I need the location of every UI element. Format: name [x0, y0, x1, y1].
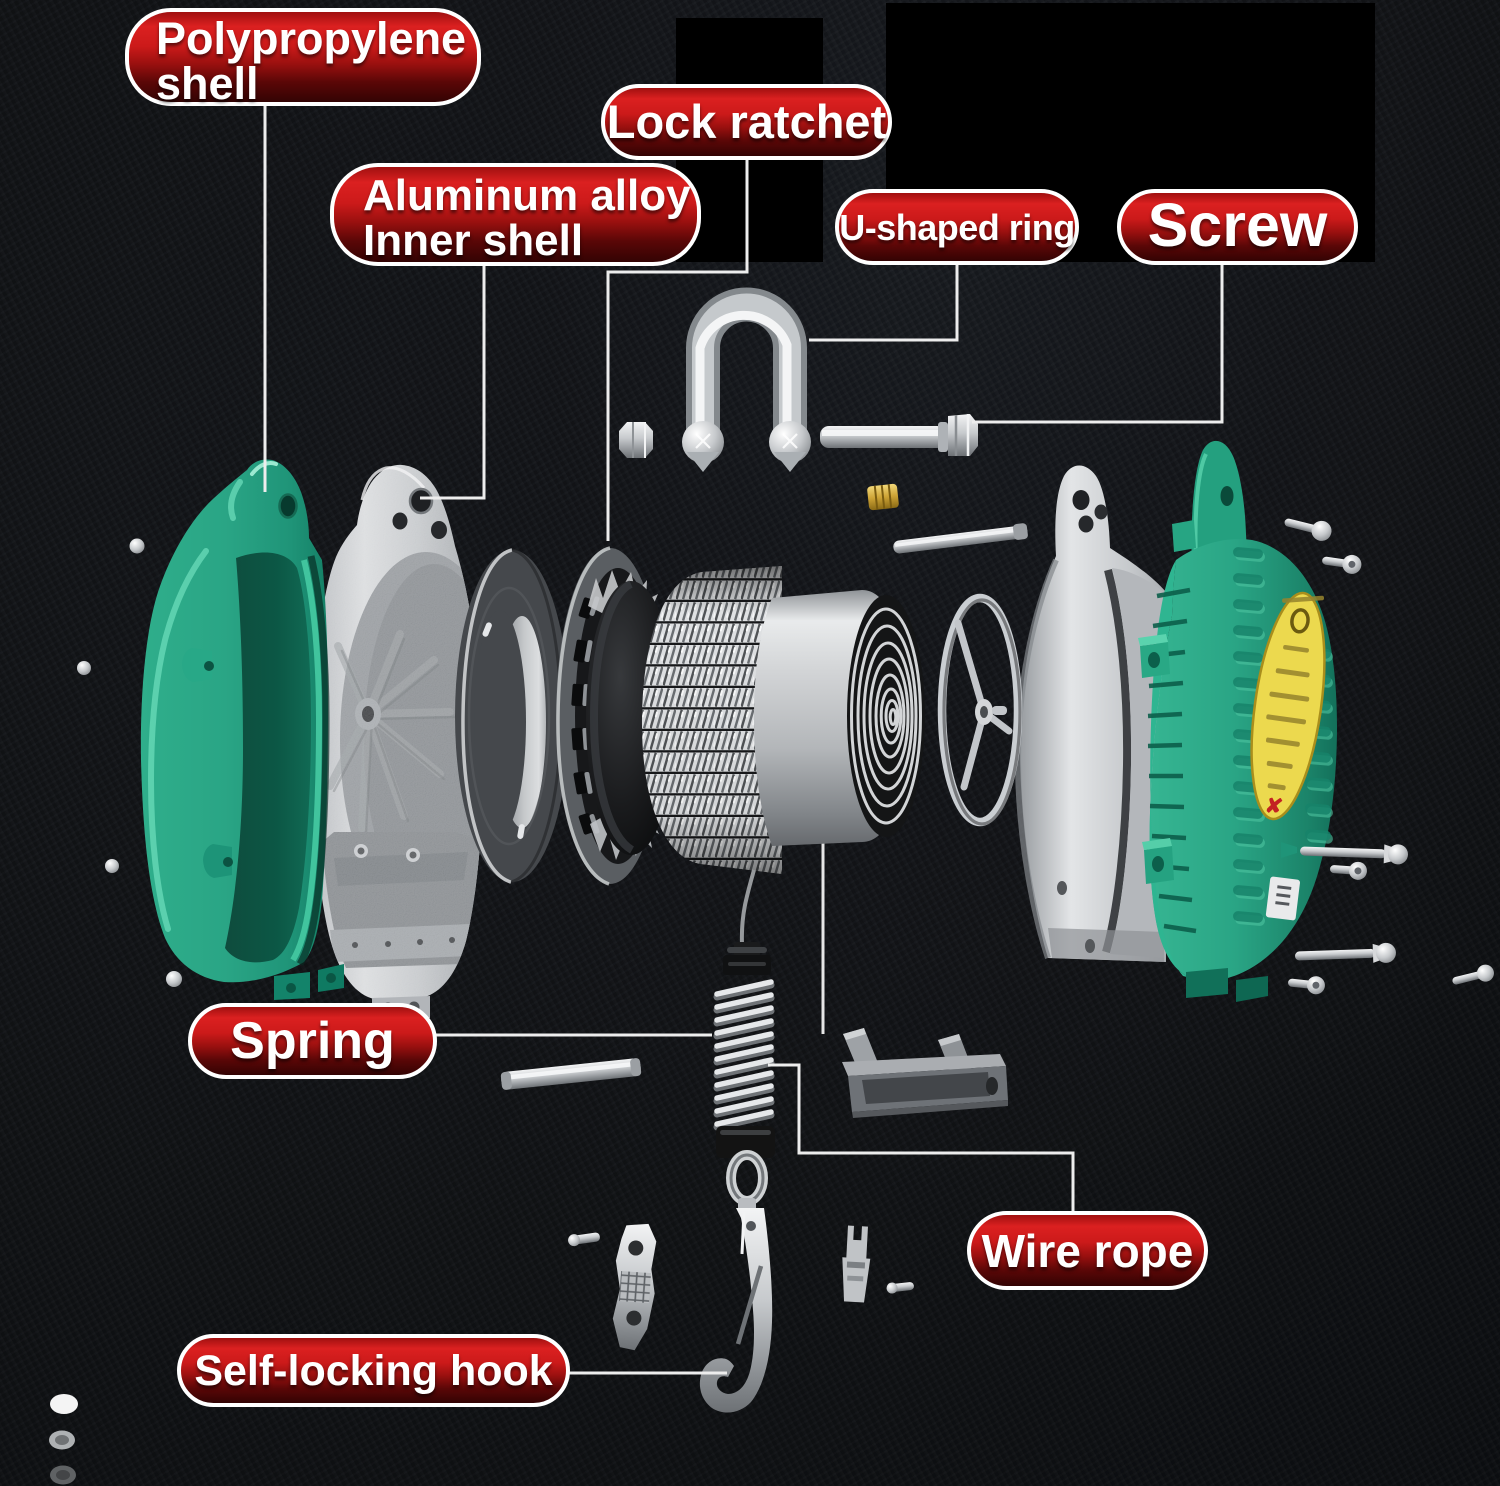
leader-screw	[972, 265, 1224, 424]
callout-spring: Spring	[188, 1003, 437, 1079]
callout-wire-rope: Wire rope	[967, 1211, 1208, 1290]
aluminum-inner-shell	[313, 464, 483, 1020]
callout-self-locking-hook: Self-locking hook	[177, 1334, 570, 1407]
callout-text: Polypropylene	[156, 13, 467, 64]
callout-text: Inner shell	[363, 216, 584, 265]
bullet-dots	[49, 1394, 78, 1485]
steel-pin-middle	[500, 1058, 642, 1090]
brass-bushing	[867, 483, 899, 511]
callout-text: shell	[156, 58, 259, 109]
leader-wire-rope	[768, 1063, 1075, 1211]
product-sticker: ✘	[1250, 591, 1326, 821]
right-aluminum-shell	[1014, 465, 1166, 962]
wire-rope-coil	[641, 566, 782, 874]
shock-absorbing-spring	[713, 942, 775, 1158]
u-shaped-ring	[682, 287, 811, 472]
loose-ball-fasteners	[77, 538, 182, 987]
spiral-spring-drum	[754, 590, 925, 846]
leader-lines	[263, 105, 1224, 1375]
mounting-screws	[1281, 518, 1494, 995]
handwheel	[937, 593, 1023, 827]
callout-screw: Screw	[1117, 189, 1358, 265]
right-green-outer-shell: ✘	[1138, 440, 1337, 1002]
rope-drum	[455, 548, 569, 884]
callout-u-shaped-ring: U-shaped ring	[835, 189, 1079, 265]
leader-u-shaped-ring	[809, 265, 959, 342]
long-bolt	[820, 414, 978, 456]
self-locking-hook	[699, 1150, 773, 1413]
leader-lock-ratchet	[606, 160, 749, 541]
hex-nut	[619, 422, 653, 458]
small-fasteners	[568, 1223, 914, 1351]
leader-aluminum-inner-shell	[420, 266, 486, 500]
callout-text: Aluminum alloy	[363, 171, 691, 220]
steel-pin-top	[893, 523, 1028, 554]
callout-polypropylene-shell: Polypropylene shell	[125, 8, 481, 106]
wire-rope-strand	[739, 869, 756, 945]
callout-lock-ratchet: Lock ratchet	[601, 84, 892, 160]
sticker-cross-icon: ✘	[1264, 794, 1285, 819]
lock-ratchet	[556, 546, 676, 886]
polypropylene-outer-shell	[140, 459, 344, 1000]
callout-aluminum-inner-shell: Aluminum alloy Inner shell	[330, 163, 701, 266]
rope-guide-bracket	[842, 1028, 1008, 1118]
